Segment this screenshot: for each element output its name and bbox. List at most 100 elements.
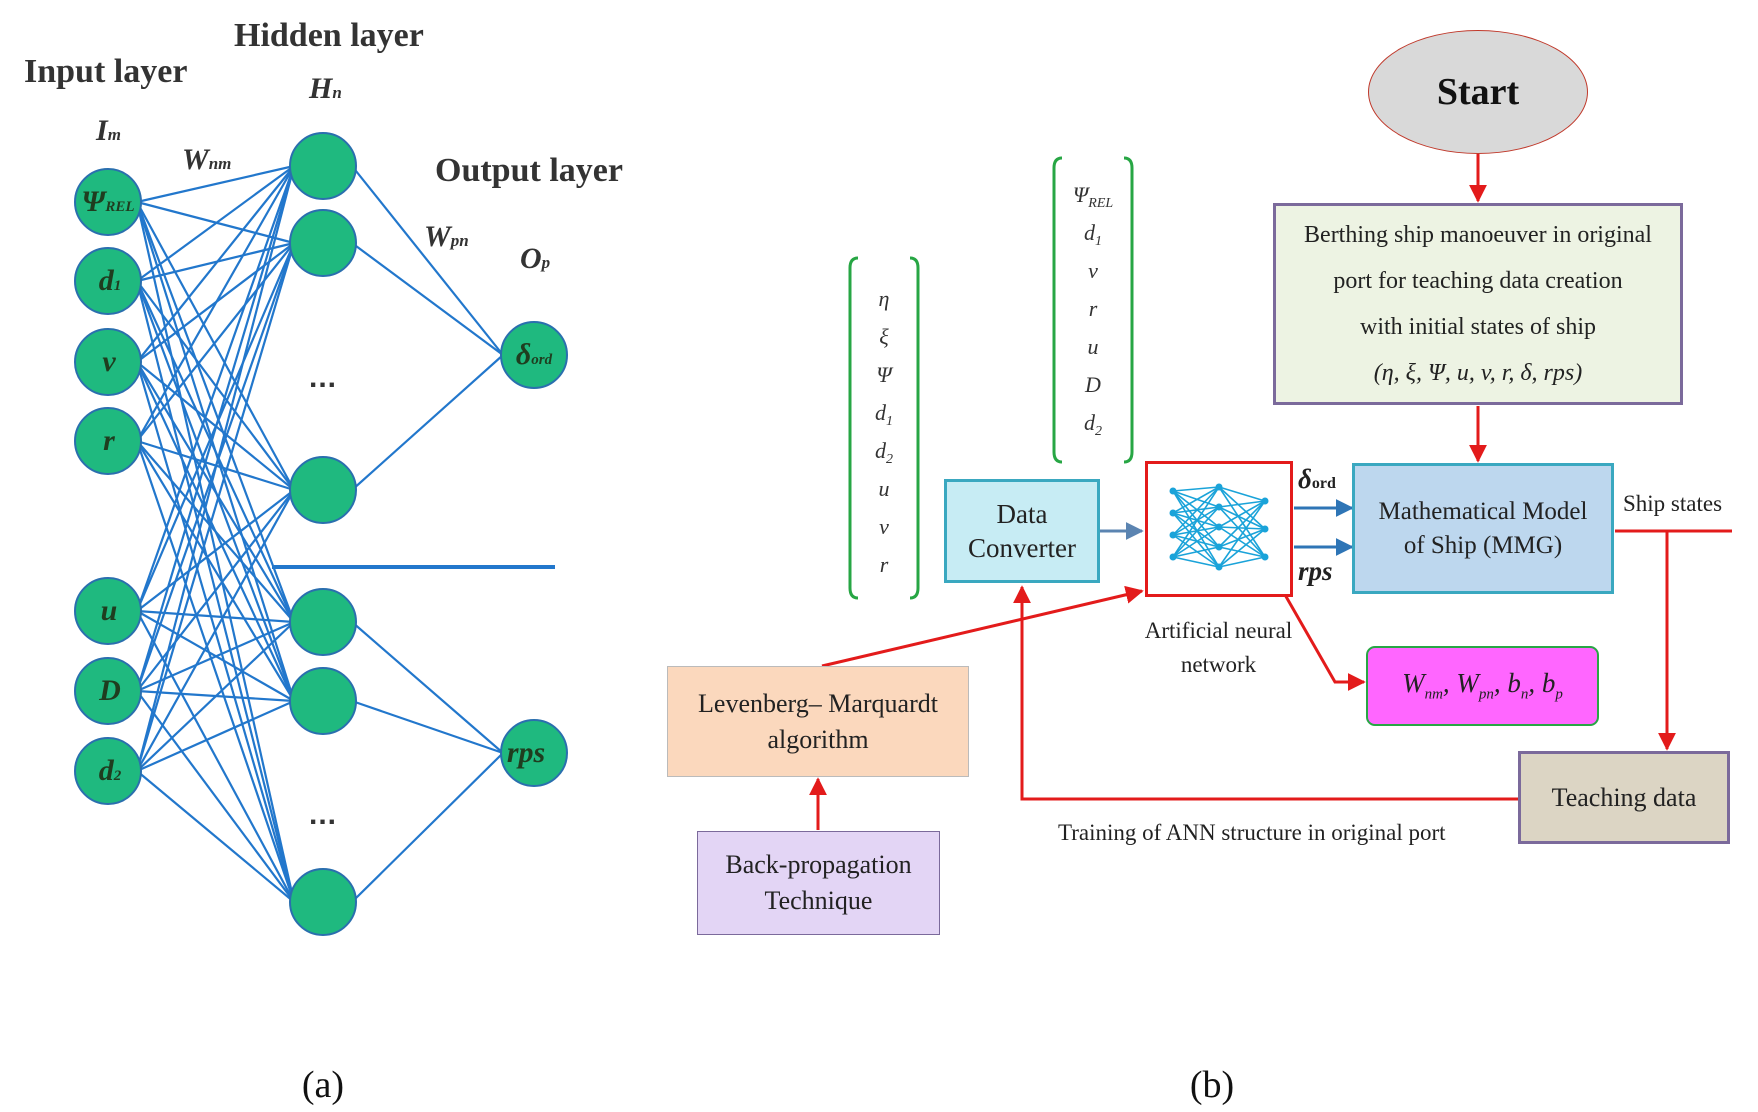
connection-line bbox=[351, 621, 504, 754]
connection-line bbox=[136, 165, 295, 442]
ann-icon-edge bbox=[1172, 506, 1220, 558]
ann-icon-node bbox=[1169, 531, 1177, 539]
output-node-label: rps bbox=[506, 736, 546, 769]
variable: d2 bbox=[875, 438, 893, 468]
connection-line bbox=[135, 201, 296, 903]
input-node-label: u bbox=[100, 594, 118, 627]
variable: r bbox=[1088, 296, 1098, 321]
connection-line bbox=[351, 242, 504, 356]
ann-icon-edge bbox=[1172, 486, 1220, 558]
network-nodes bbox=[74, 132, 568, 936]
connection-line bbox=[135, 165, 296, 612]
connection-line bbox=[351, 354, 504, 491]
berthing-line: with initial states of ship bbox=[1360, 314, 1596, 340]
ann-icon-edge bbox=[1218, 556, 1266, 568]
connection-line bbox=[135, 242, 296, 772]
hidden-ellipsis: ... bbox=[308, 361, 338, 394]
ann-icon-edge bbox=[1218, 506, 1266, 530]
connection-line bbox=[136, 241, 295, 283]
arrow-lm-to-ann bbox=[821, 585, 1144, 668]
variable: d2 bbox=[1084, 410, 1102, 440]
connection-line bbox=[136, 440, 295, 623]
output-layer-title: Output layer bbox=[435, 152, 623, 189]
hidden-node bbox=[289, 456, 357, 524]
weight-symbol-input-hidden: Wnm bbox=[182, 143, 232, 176]
connection-line bbox=[136, 610, 295, 903]
ann-icon-edge bbox=[1172, 490, 1220, 548]
ann-icon-edge bbox=[1172, 486, 1220, 492]
variable: u bbox=[1087, 334, 1099, 359]
connection-line bbox=[135, 201, 296, 623]
weight-symbol-hidden-output: Wpn bbox=[424, 220, 469, 253]
input-node bbox=[74, 407, 142, 475]
weights-biases-box: Wnm, Wpn, bn, bp bbox=[1366, 646, 1599, 726]
ann-icon-edge bbox=[1172, 512, 1220, 568]
bp-line: Technique bbox=[764, 886, 873, 915]
hidden-layer-title: Hidden layer bbox=[234, 17, 424, 54]
rps-label: rps bbox=[1298, 556, 1333, 586]
ann-icon-edge bbox=[1218, 486, 1266, 558]
ann-icon-node bbox=[1261, 497, 1269, 505]
mmg-model-box: Mathematical Model of Ship (MMG) bbox=[1352, 463, 1614, 594]
ann-icon-edge bbox=[1172, 486, 1220, 514]
input-node bbox=[74, 328, 142, 396]
teaching-data-box: Teaching data bbox=[1518, 751, 1730, 844]
output-symbol: Op bbox=[520, 242, 551, 275]
variable: ΨREL bbox=[1072, 182, 1114, 212]
ann-icon-edge bbox=[1218, 528, 1266, 548]
output-node bbox=[500, 321, 568, 389]
ann-icon-edge bbox=[1218, 526, 1266, 530]
variable: ξ bbox=[879, 324, 889, 349]
connection-line bbox=[351, 165, 504, 356]
ann-icon-edge bbox=[1172, 512, 1220, 528]
hidden-node bbox=[289, 667, 357, 735]
arrow-ann-to-weights bbox=[1282, 592, 1366, 691]
ann-icon-node bbox=[1261, 525, 1269, 533]
ann-icon-edge bbox=[1172, 490, 1220, 508]
ann-icon-node bbox=[1169, 553, 1177, 561]
delta-ord-label: δord bbox=[1298, 464, 1336, 494]
ann-network-icon bbox=[1169, 483, 1269, 571]
panel-b-tag: (b) bbox=[1189, 1064, 1235, 1106]
ann-icon-edge bbox=[1218, 506, 1266, 558]
connection-line bbox=[135, 165, 296, 692]
ann-icon-node bbox=[1215, 503, 1223, 511]
ann-box bbox=[1145, 461, 1293, 597]
ann-caption-line: Artificial neural bbox=[1144, 618, 1293, 643]
connection-line bbox=[136, 489, 295, 612]
converter-line: Converter bbox=[968, 533, 1076, 563]
input-node-label: v bbox=[102, 345, 116, 378]
input-node-label: D bbox=[99, 674, 121, 707]
lm-line: Levenberg– Marquardt bbox=[698, 688, 938, 718]
input-node-label: d1 bbox=[98, 264, 122, 297]
mmg-line: of Ship (MMG) bbox=[1403, 531, 1563, 559]
connection-line bbox=[136, 489, 295, 772]
output-node bbox=[500, 719, 568, 787]
input-symbol: Im bbox=[96, 114, 121, 147]
connection-line bbox=[136, 489, 295, 692]
ann-icon-node bbox=[1169, 509, 1177, 517]
lm-line: algorithm bbox=[767, 724, 869, 754]
left-variable-list: η ξ Ψ d1 d2 u v r bbox=[858, 280, 910, 584]
ann-icon-edge bbox=[1218, 500, 1266, 568]
ann-icon-node bbox=[1215, 483, 1223, 491]
connection-line bbox=[136, 201, 295, 491]
hidden-node bbox=[289, 588, 357, 656]
ann-icon-edge bbox=[1172, 556, 1220, 568]
input-node-label: r bbox=[103, 424, 115, 457]
hidden-node bbox=[289, 209, 357, 277]
ann-icon-node bbox=[1215, 563, 1223, 571]
ann-icon-edge bbox=[1218, 500, 1266, 528]
variable: Ψ bbox=[876, 362, 892, 387]
input-node bbox=[74, 657, 142, 725]
variable: r bbox=[879, 552, 889, 577]
panel-a-tag: (a) bbox=[301, 1064, 345, 1106]
input-node bbox=[74, 737, 142, 805]
bp-line: Back-propagation bbox=[725, 850, 912, 879]
connection-line bbox=[136, 440, 295, 702]
ann-icon-edge bbox=[1218, 546, 1266, 558]
ann-icon-edge bbox=[1172, 490, 1220, 568]
network-connections bbox=[135, 164, 504, 903]
